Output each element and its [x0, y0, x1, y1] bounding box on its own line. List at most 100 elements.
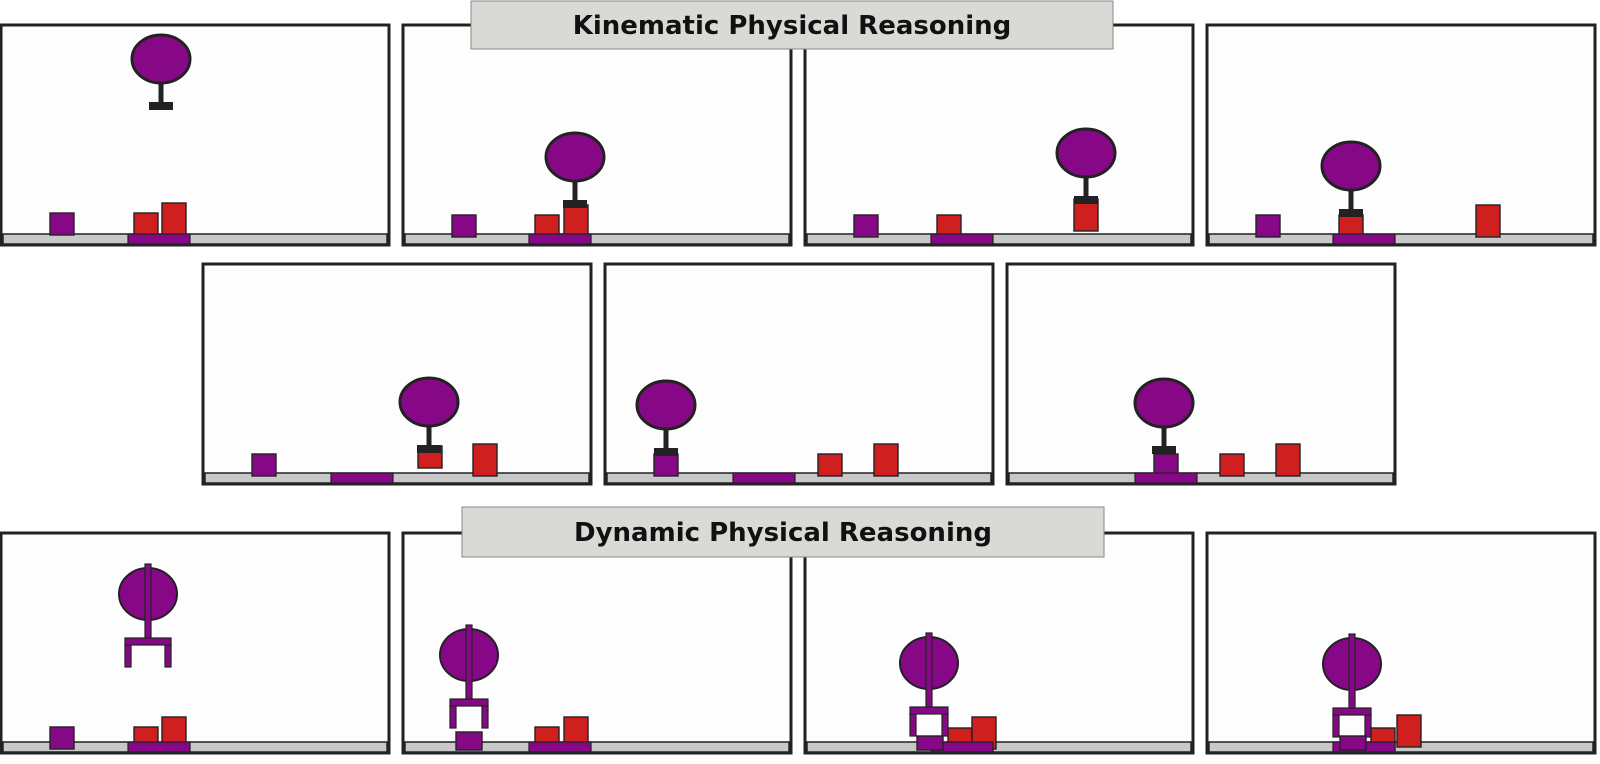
purple-target-zone-icon [930, 233, 994, 245]
title-box [461, 506, 1105, 558]
gripper-bar [1074, 196, 1098, 204]
title-text: Dynamic Physical Reasoning [574, 518, 992, 548]
gripper-rod [144, 563, 152, 639]
purple-block-icon [49, 212, 75, 236]
panel-frame [1205, 23, 1597, 247]
red-block-icon [472, 443, 498, 477]
panel-frame [201, 262, 593, 486]
ground-strip [806, 741, 1192, 753]
gripper-finger-right [164, 644, 172, 668]
red-block-icon [817, 453, 843, 477]
robot-gripper-icon [899, 632, 959, 737]
panel-frame [803, 531, 1195, 755]
ground-strip [404, 741, 790, 753]
panel-frame [0, 531, 391, 755]
ground-strip [806, 233, 1192, 245]
robot-gripper-icon [398, 376, 460, 453]
red-block-icon [1475, 204, 1501, 238]
purple-block-icon [49, 726, 75, 750]
gripper-ball [544, 131, 606, 183]
gripper-bar [417, 445, 441, 453]
gripper-crossbar [124, 637, 172, 646]
ground-strip [606, 472, 992, 484]
gripper-stem [663, 429, 669, 449]
purple-block-icon [1255, 214, 1281, 238]
gripper-crossbar [1332, 707, 1372, 716]
robot-gripper-icon [1322, 633, 1382, 738]
scene-panel-5 [201, 262, 593, 486]
gripper-crossbar [909, 706, 949, 715]
robot-gripper-icon [635, 379, 697, 456]
purple-target-zone-icon [528, 233, 592, 245]
panel-frame [803, 23, 1195, 247]
scene-panel-8 [0, 531, 391, 755]
gripper-bar [654, 448, 678, 456]
scene-panel-1 [0, 23, 391, 247]
gripper-stem [1348, 190, 1354, 210]
gripper-crossbar [449, 698, 489, 707]
gripper-stem [426, 426, 432, 446]
gripper-ball [1133, 377, 1195, 429]
gripper-rod [465, 624, 473, 700]
red-block-icon [133, 212, 159, 236]
gripper-finger-left [1332, 714, 1340, 738]
ground-strip [2, 233, 388, 245]
gripper-finger-right [1364, 714, 1372, 738]
gripper-finger-left [909, 713, 917, 737]
gripper-rod [925, 632, 933, 708]
gripper-ball [635, 379, 697, 431]
gripper-ball [130, 33, 192, 85]
scene-panel-10 [803, 531, 1195, 755]
gripper-ball [398, 376, 460, 428]
panel-frame [603, 262, 995, 486]
scene-panel-9 [401, 531, 793, 755]
purple-target-zone-icon [127, 233, 191, 245]
panel-frame [401, 23, 793, 247]
scene-panel-2 [401, 23, 793, 247]
scene-panel-4 [1205, 23, 1597, 247]
robot-gripper-icon [439, 624, 499, 729]
gripper-stem [158, 83, 164, 103]
purple-target-zone-icon [330, 472, 394, 484]
purple-block-icon [653, 453, 679, 477]
red-block-icon [873, 443, 899, 477]
scene-panel-3 [803, 23, 1195, 247]
gripper-finger-left [449, 705, 457, 729]
red-block-icon [161, 202, 187, 236]
gripper-finger-right [481, 705, 489, 729]
purple-target-zone-icon [127, 741, 191, 753]
gripper-bar [563, 200, 587, 208]
ground-strip [2, 741, 388, 753]
title-box [470, 0, 1114, 50]
title-text: Kinematic Physical Reasoning [573, 11, 1012, 41]
ground-strip [1008, 472, 1394, 484]
red-block-icon [1396, 714, 1422, 748]
gripper-finger-right [941, 713, 949, 737]
scene-panel-11 [1205, 531, 1597, 755]
purple-block-icon [455, 731, 483, 751]
gripper-stem [1083, 177, 1089, 197]
robot-gripper-icon [1055, 127, 1117, 204]
purple-block-icon [251, 453, 277, 477]
gripper-stem [1161, 427, 1167, 447]
robot-gripper-icon [118, 563, 178, 668]
kinematic-title: Kinematic Physical Reasoning [470, 0, 1114, 50]
panel-frame [1005, 262, 1397, 486]
gripper-bar [1152, 446, 1176, 454]
scene-panel-6 [603, 262, 995, 486]
purple-target-zone-icon [1134, 472, 1198, 484]
ground-strip [1208, 233, 1594, 245]
gripper-stem [572, 181, 578, 201]
robot-gripper-icon [1320, 140, 1382, 217]
red-block-icon [563, 204, 589, 238]
purple-block-icon [916, 735, 944, 751]
red-block-icon [1275, 443, 1301, 477]
robot-gripper-icon [544, 131, 606, 208]
purple-block-icon [1339, 735, 1367, 751]
gripper-ball [1055, 127, 1117, 179]
robot-gripper-icon [1133, 377, 1195, 454]
purple-target-zone-icon [1332, 233, 1396, 245]
panel-frame [0, 23, 391, 247]
ground-strip [404, 233, 790, 245]
